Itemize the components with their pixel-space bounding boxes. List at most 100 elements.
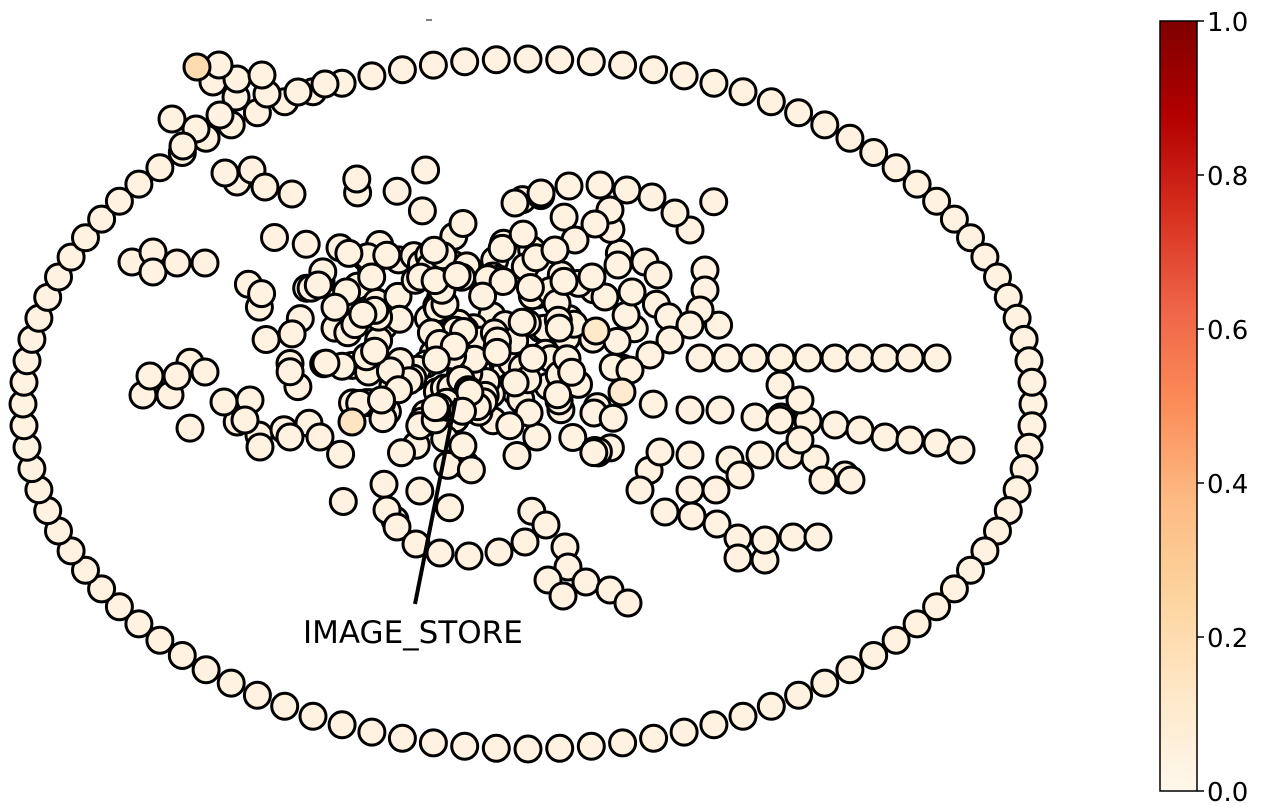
graph-node [778, 522, 808, 552]
graph-node [328, 487, 358, 516]
graph-node [881, 153, 911, 183]
graph-node [675, 310, 705, 340]
graph-node [448, 209, 478, 238]
graph-node [303, 270, 333, 300]
graph-node [247, 60, 277, 90]
graph-node [260, 223, 289, 252]
graph-node [216, 668, 246, 698]
graph-node [756, 691, 786, 721]
colorbar-tick-label: 0.2 [1207, 624, 1248, 654]
graph-node [835, 655, 865, 685]
graph-node [372, 240, 402, 270]
graph-node [500, 368, 530, 398]
graph-node [725, 460, 755, 490]
graph-node [71, 223, 100, 253]
graph-node [407, 196, 437, 226]
graph-node [765, 405, 795, 435]
graph-node [660, 198, 690, 228]
graph-node [418, 728, 448, 758]
graph-node [740, 402, 770, 432]
graph-node [507, 307, 537, 337]
graph-node [543, 380, 573, 410]
graph-node [419, 235, 449, 265]
graph-node [750, 525, 780, 555]
graph-node [387, 438, 416, 468]
graph-nodes [8, 44, 1048, 764]
graph-node [702, 509, 732, 539]
graph-node [513, 734, 543, 764]
graph-node [545, 45, 575, 75]
graph-node [104, 592, 134, 622]
graph-node [549, 202, 579, 232]
graph-node [608, 728, 638, 758]
graph-node [836, 465, 866, 495]
graph-node [175, 413, 205, 443]
graph-node [488, 267, 518, 296]
colorbar-ticks: 0.00.20.40.60.81.0 [1197, 8, 1248, 808]
graph-node [456, 455, 486, 485]
graph-node [603, 250, 633, 280]
graph-node [418, 50, 448, 80]
graph-node [1017, 367, 1047, 397]
graph-node [348, 299, 378, 329]
graph-node [635, 340, 665, 370]
graph-node [895, 343, 925, 373]
graph-node [611, 300, 641, 330]
graph-node [859, 641, 889, 670]
graph-node [230, 405, 260, 435]
graph-node [946, 435, 976, 465]
graph-node [334, 238, 364, 268]
graph-node [639, 55, 669, 85]
graph-node [411, 155, 441, 185]
graph-node [291, 229, 321, 259]
node-annotation: IMAGE_STORE [303, 397, 523, 651]
graph-node-highlighted [337, 407, 367, 437]
graph-node [590, 282, 620, 312]
graph-node [468, 281, 498, 311]
graph-node [637, 182, 667, 212]
graph-node [275, 422, 305, 452]
graph-node [487, 233, 517, 263]
graph-node [481, 733, 511, 763]
graph-node [859, 138, 889, 167]
graph-node [598, 403, 628, 433]
graph-node [922, 428, 952, 458]
graph-node [526, 178, 556, 208]
graph-node [162, 361, 192, 391]
annotation-pointer-line [413, 397, 458, 605]
graph-node-highlighted [182, 52, 212, 82]
graph-node [638, 389, 668, 419]
graph-node [677, 501, 707, 531]
graph-node [705, 395, 735, 425]
graph-node [138, 257, 168, 287]
graph-node [939, 204, 969, 234]
graph-node [421, 345, 451, 375]
graph-node [357, 717, 387, 747]
graph-node [191, 655, 221, 685]
graph-node [298, 701, 328, 731]
colorbar-tick-label: 0.0 [1207, 778, 1248, 808]
graph-node [435, 493, 464, 523]
graph-node [645, 437, 675, 467]
graph-node [808, 465, 838, 495]
graph-node [922, 592, 952, 622]
graph-node [765, 370, 795, 400]
graph-node [803, 522, 833, 552]
graph-node [209, 387, 239, 417]
graph-node [87, 204, 117, 234]
graph-node [515, 273, 545, 302]
colorbar: 0.00.20.40.60.81.0 [1159, 8, 1248, 808]
graph-node [326, 439, 356, 469]
graph-node [675, 475, 705, 505]
graph-node [367, 385, 396, 415]
graph-node [643, 260, 673, 290]
graph-node [922, 343, 952, 373]
graph-node [785, 425, 815, 455]
graph-node [728, 701, 758, 731]
graph-node [728, 77, 758, 107]
graph-node [310, 69, 340, 99]
graph-node [513, 44, 543, 74]
graph-node [820, 343, 850, 373]
graph-node [675, 395, 705, 425]
